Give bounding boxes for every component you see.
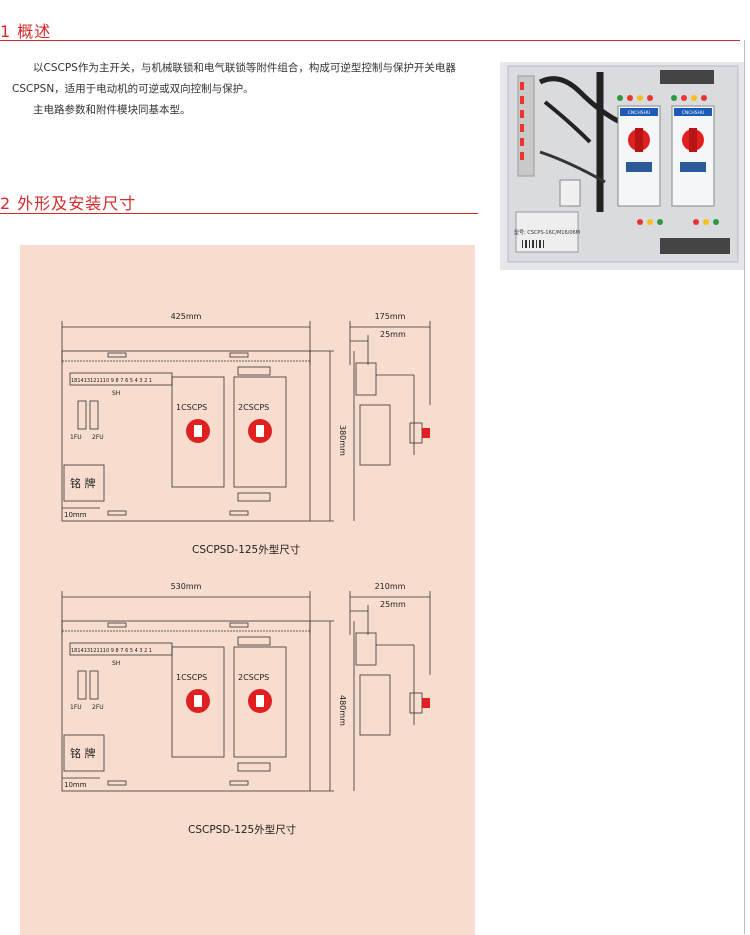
drawing-top: 425mm 175mm 25mm 380mm 181413121110 9 8 …	[61, 312, 431, 522]
top-fuse-2-label: 2FU	[92, 434, 104, 441]
top-switch-1-label: 1CSCPS	[176, 403, 207, 412]
top-drawing-caption: CSCPSD-125外型尺寸	[192, 544, 301, 556]
top-width-dimension: 425mm	[171, 312, 202, 321]
top-fuse-1-label: 1FU	[70, 434, 82, 441]
bottom-switch-2-label: 2CSCPS	[238, 673, 269, 682]
overview-text: 以CSCPS作为主开关，与机械联锁和电气联锁等附件组合，构成可逆型控制与保护开关…	[12, 58, 492, 121]
top-nameplate-label: 铭 牌	[70, 476, 96, 490]
right-edge-rule	[744, 40, 745, 934]
top-terminal-numbers: 181413121110 9 8 7 6 5 4 3 2 1	[71, 378, 152, 384]
bottom-terminal-label: SH	[112, 660, 120, 667]
photo-brand-label-2: CNCHSHU	[682, 110, 705, 116]
bottom-switch-1-label: 1CSCPS	[176, 673, 207, 682]
top-switch-2-label: 2CSCPS	[238, 403, 269, 412]
photo-model-label: 型号: CSCPS-16C/M16/06M	[514, 229, 580, 236]
bottom-depth-dimension: 210mm	[375, 582, 406, 591]
top-height-dimension: 380mm	[338, 425, 347, 456]
top-margin-dimension: 10mm	[64, 511, 87, 519]
top-terminal-label: SH	[112, 390, 120, 397]
product-photo-illustration: 型号: CSCPS-16C/M16/06M CNCHSHU CNCHSHU	[507, 65, 739, 263]
bottom-margin-dimension: 10mm	[64, 781, 87, 789]
section1-title: 1 概述	[0, 22, 52, 41]
overview-paragraph-1: 以CSCPS作为主开关，与机械联锁和电气联锁等附件组合，构成可逆型控制与保护开关…	[12, 62, 456, 95]
bottom-fuse-2-label: 2FU	[92, 704, 104, 711]
section1-rule	[0, 40, 740, 41]
bottom-fuse-1-label: 1FU	[70, 704, 82, 711]
bottom-width-dimension: 530mm	[171, 582, 202, 591]
bottom-drawing-caption: CSCPSD-125外型尺寸	[188, 824, 297, 836]
bottom-terminal-numbers: 181413121110 9 8 7 6 5 4 3 2 1	[71, 648, 152, 654]
top-offset-dimension: 25mm	[380, 330, 406, 339]
bottom-nameplate-label: 铭 牌	[70, 746, 96, 760]
dimension-drawing-panel: 425mm 175mm 25mm 380mm 181413121110 9 8 …	[20, 245, 475, 935]
top-depth-dimension: 175mm	[375, 312, 406, 321]
bottom-height-dimension: 480mm	[338, 695, 347, 726]
overview-paragraph-2: 主电路参数和附件模块同基本型。	[33, 104, 191, 116]
photo-brand-label-1: CNCHSHU	[628, 110, 651, 116]
bottom-offset-dimension: 25mm	[380, 600, 406, 609]
section2-rule	[0, 213, 478, 214]
drawing-bottom: 530mm 210mm 25mm 480mm 181413121110 9 8 …	[61, 582, 431, 792]
section2-title: 2 外形及安装尺寸	[0, 194, 137, 213]
product-photo: 型号: CSCPS-16C/M16/06M CNCHSHU CNCHSHU	[500, 62, 745, 270]
